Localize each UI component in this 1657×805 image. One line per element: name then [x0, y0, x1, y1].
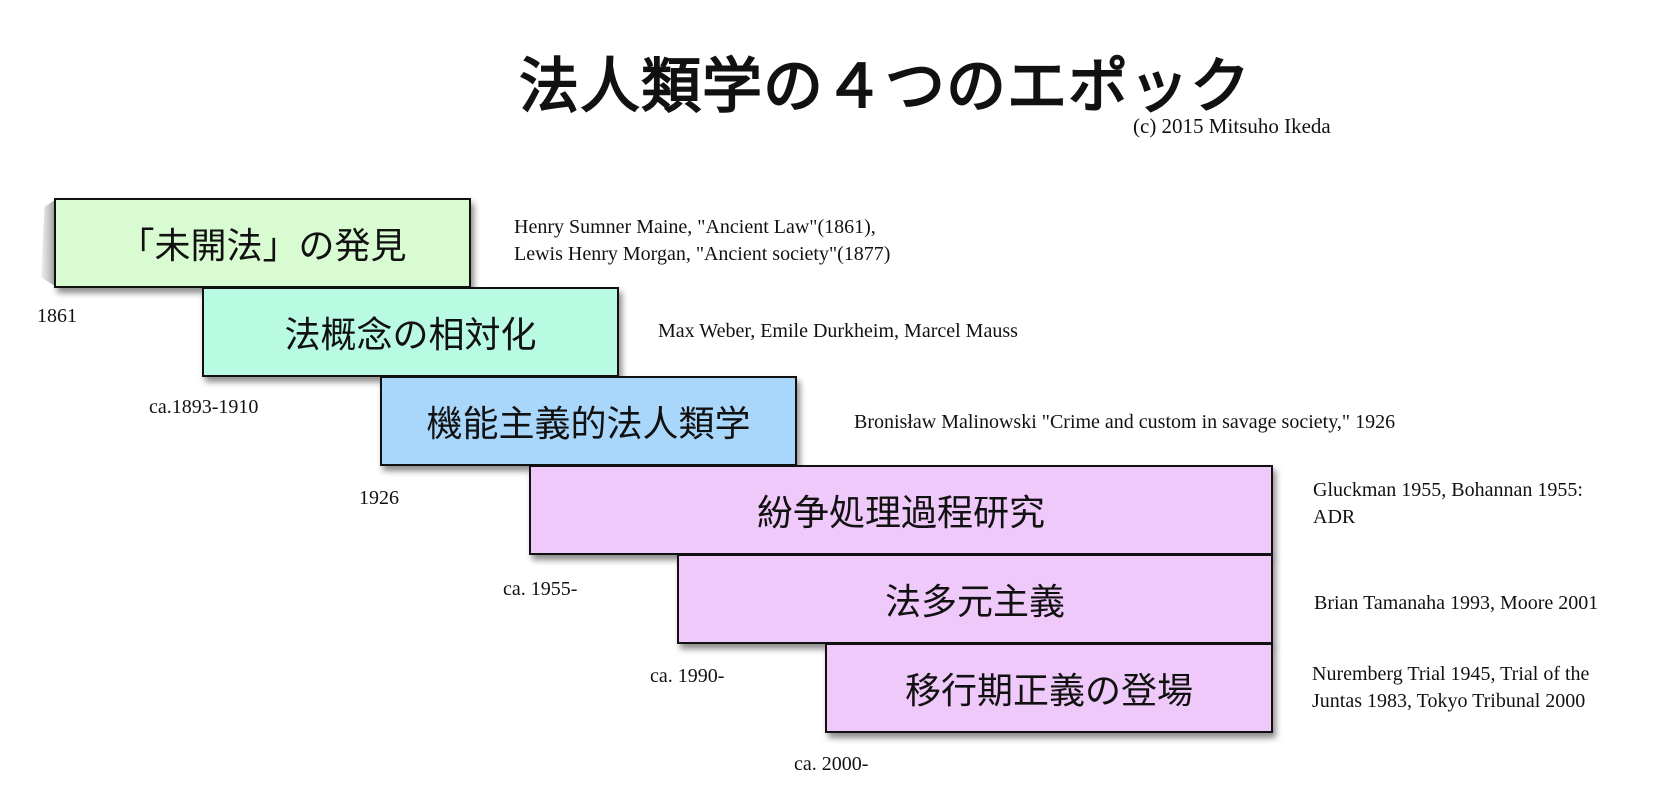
reference-line: Brian Tamanaha 1993, Moore 2001: [1314, 592, 1599, 614]
reference-line: ADR: [1313, 506, 1356, 528]
diagram-title: 法人類学の４つのエポック: [519, 52, 1251, 122]
epoch-date: ca. 1990-: [650, 665, 725, 687]
epoch-date: ca. 2000-: [794, 753, 869, 775]
epoch-label: 法概念の相対化: [284, 315, 537, 356]
reference-line: Lewis Henry Morgan, "Ancient society"(18…: [514, 243, 891, 265]
reference-line: Henry Sumner Maine, "Ancient Law"(1861),: [514, 216, 876, 238]
reference-line: Bronisław Malinowski "Crime and custom i…: [854, 411, 1396, 433]
epoch-box-transitional-justice: 移行期正義の登場: [825, 643, 1273, 733]
epoch-label: 紛争処理過程研究: [756, 493, 1045, 534]
epoch-references: Gluckman 1955, Bohannan 1955: ADR: [1313, 477, 1583, 531]
epoch-references: Max Weber, Emile Durkheim, Marcel Mauss: [658, 318, 1018, 345]
page-curl-shadow: [41, 200, 55, 286]
reference-line: Nuremberg Trial 1945, Trial of the: [1312, 663, 1590, 685]
epoch-label: 機能主義的法人類学: [426, 404, 751, 445]
epoch-date: ca.1893-1910: [149, 396, 259, 418]
epoch-references: Nuremberg Trial 1945, Trial of the Junta…: [1312, 661, 1589, 715]
epoch-references: Brian Tamanaha 1993, Moore 2001: [1314, 590, 1598, 617]
reference-line: Max Weber, Emile Durkheim, Marcel Mauss: [658, 320, 1018, 342]
epoch-box-discovery-of-primitive-law: 「未開法」の発見: [54, 198, 471, 288]
epoch-label: 移行期正義の登場: [904, 671, 1193, 712]
epoch-box-legal-pluralism: 法多元主義: [677, 554, 1273, 644]
copyright-credit: (c) 2015 Mitsuho Ikeda: [1133, 114, 1331, 138]
reference-line: Juntas 1983, Tokyo Tribunal 2000: [1312, 690, 1586, 712]
reference-line: Gluckman 1955, Bohannan 1955:: [1313, 479, 1583, 501]
epoch-date: 1926: [359, 487, 399, 509]
epoch-date: 1861: [37, 305, 77, 327]
epoch-box-relativization-of-law: 法概念の相対化: [202, 287, 619, 377]
epoch-references: Henry Sumner Maine, "Ancient Law"(1861),…: [514, 214, 890, 268]
epoch-references: Bronisław Malinowski "Crime and custom i…: [854, 409, 1395, 436]
epoch-label: 法多元主義: [884, 582, 1065, 623]
epoch-box-functionalist-legal-anthropology: 機能主義的法人類学: [380, 376, 797, 466]
epoch-box-dispute-processing-research: 紛争処理過程研究: [529, 465, 1273, 555]
epoch-label: 「未開法」の発見: [118, 226, 407, 267]
epoch-date: ca. 1955-: [503, 578, 578, 600]
